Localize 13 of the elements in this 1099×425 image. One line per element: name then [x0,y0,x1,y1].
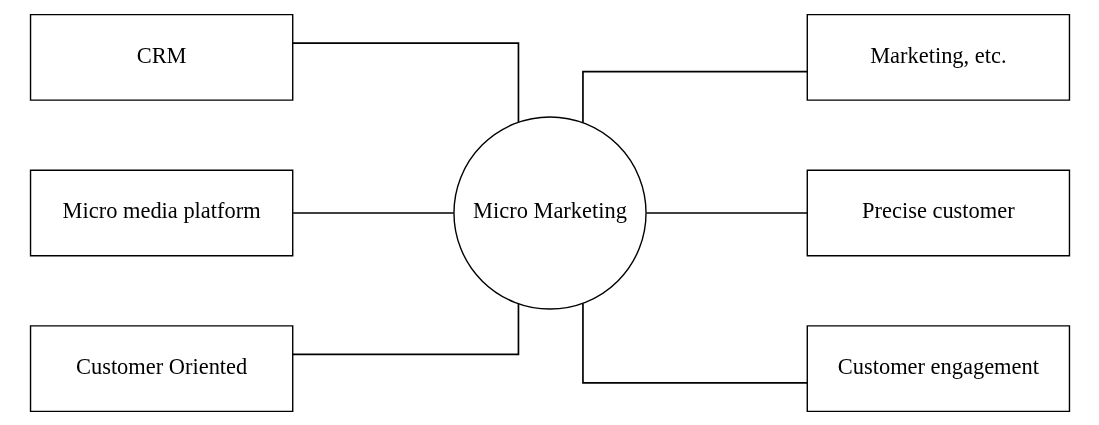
node-box: Marketing, etc. [806,13,1070,101]
node-circle: Micro Marketing [452,115,647,310]
connector [581,70,808,123]
node-box: Micro media platform [29,169,293,256]
connector [291,41,519,123]
connector [291,211,454,214]
node-box: Customer engagement [806,324,1070,412]
node-box: Customer Oriented [29,324,293,412]
node-box: Precise customer [806,169,1070,256]
connector [581,302,808,384]
node-box: CRM [29,13,293,101]
connector [645,211,808,214]
connector [291,302,519,355]
